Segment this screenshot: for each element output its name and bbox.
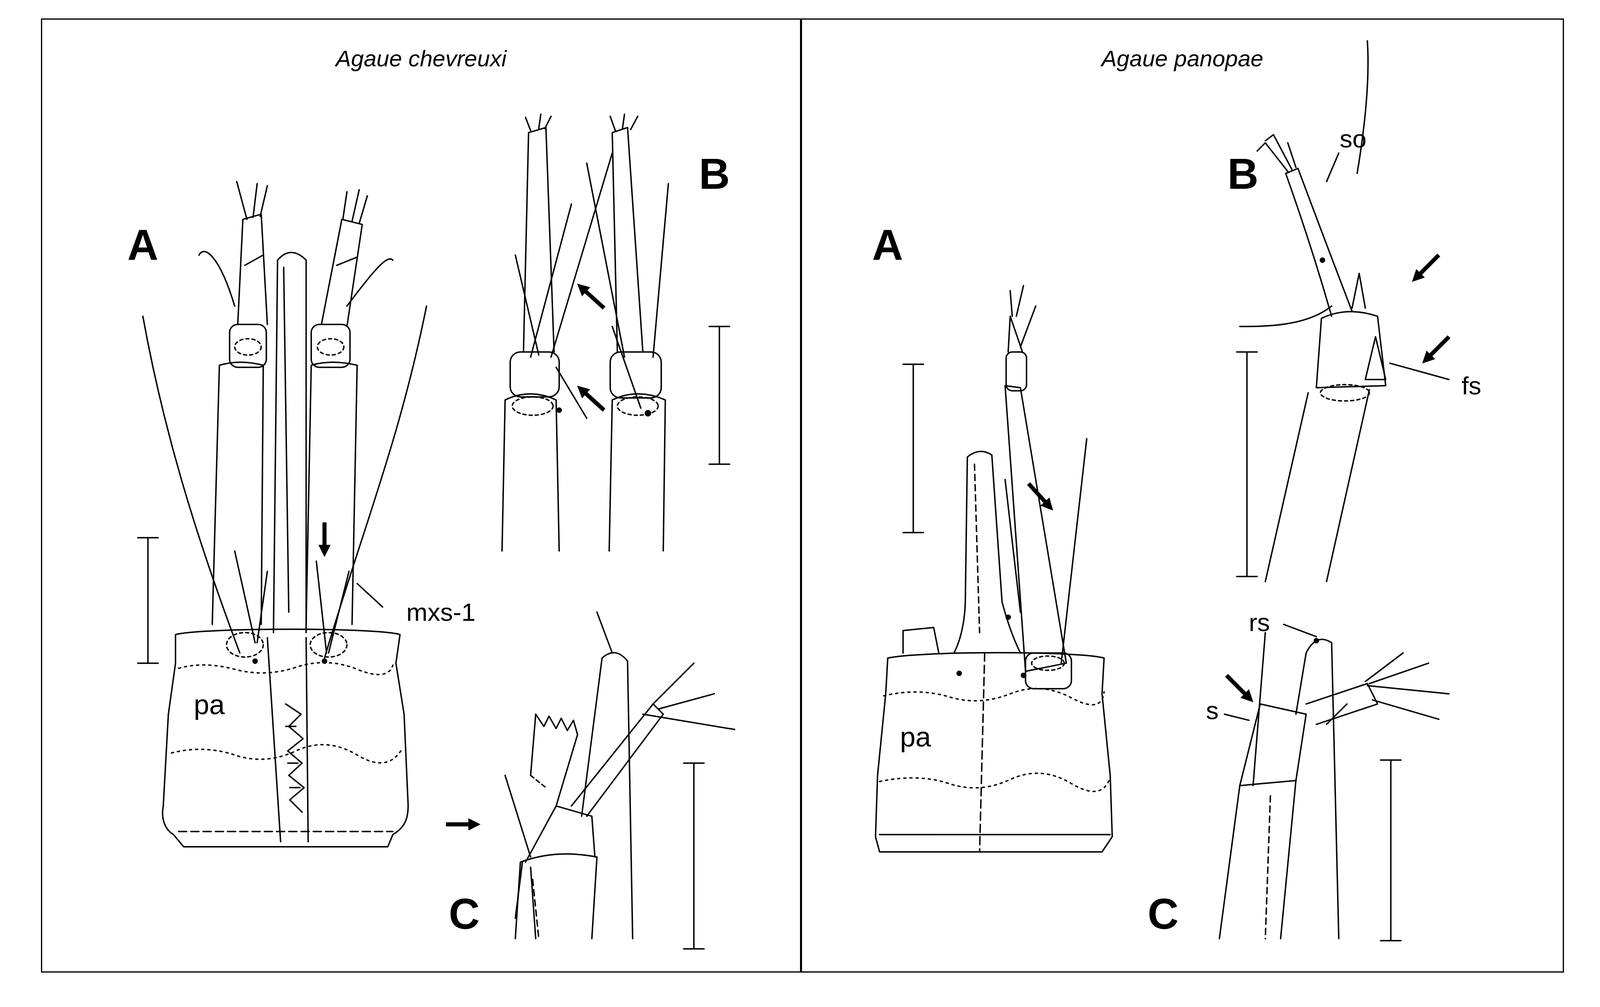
part-label: pa <box>193 690 225 719</box>
part-label: so <box>1339 126 1367 152</box>
part-label: pa <box>899 722 932 751</box>
species-panel: Agaue panopae <box>800 18 1564 973</box>
species-panel: Agaue chevreuxi <box>40 18 802 973</box>
figure-letter: A <box>872 223 904 267</box>
part-label: rs <box>1248 609 1271 636</box>
part-label: fs <box>1461 372 1482 399</box>
figure-letter: B <box>1227 152 1259 196</box>
figure-letter: C <box>1147 892 1179 936</box>
figure-letter: C <box>448 892 480 936</box>
species-title: Agaue chevreuxi <box>42 45 800 72</box>
part-label: mxs-1 <box>406 599 476 625</box>
part-label: s <box>1206 697 1219 724</box>
figure-letter: B <box>698 152 730 196</box>
figure-letter: A <box>127 223 159 267</box>
species-title: Agaue panopae <box>802 45 1563 72</box>
